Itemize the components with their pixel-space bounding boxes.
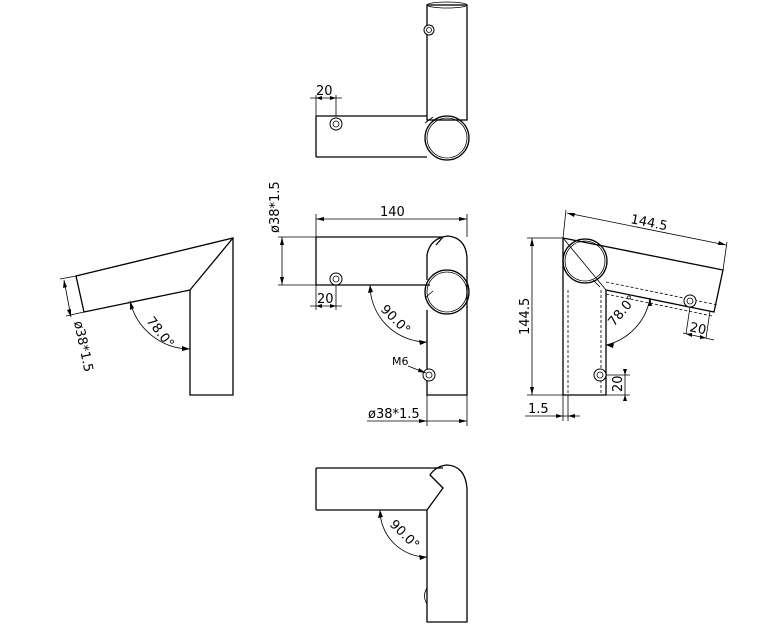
front-view-angle-arc [369,284,428,343]
right-view-tube-section [562,238,608,284]
front-view: 140 ø38*1.5 20 90.0° M6 ø38*1.5 [268,181,470,426]
bottom-view-dim-angle: 90.0° [386,517,422,553]
left-view-dim-angle: 78.0° [143,314,177,351]
top-view: 20 [310,1,470,161]
top-view-dim-20: 20 [316,84,333,99]
top-view-tube-inner [426,117,468,159]
right-view-dim-angle: 78.0° [606,293,640,330]
front-view-dim-bottom-dia: ø38*1.5 [368,407,420,422]
front-view-dim-line [310,285,342,310]
bolt-icon [423,24,435,36]
bottom-view-arm [315,467,443,511]
left-view: ø38*1.5 78.0° [59,237,234,396]
top-view-arm [315,115,427,158]
front-view-tube-section [424,269,470,315]
right-view-bolt-mark [592,279,601,288]
right-view-dim-height: 144.5 [518,298,533,335]
top-view-vertical-tube [426,4,468,121]
right-view-dim-line [562,209,728,271]
bottom-view-angle-arc [379,509,428,558]
front-view-tube-inner [426,271,468,313]
top-view-tube-section [424,115,470,161]
front-view-bolt-mark [424,290,434,299]
front-view-dim-140: 140 [380,205,405,220]
right-view-dim-bolt-offset: 20 [611,375,626,392]
left-view-mitre [189,237,234,291]
left-view-dim-dia: ø38*1.5 [70,320,95,374]
top-view-bolt-mark [424,116,434,124]
front-view-dim-20: 20 [317,292,334,307]
front-view-bolt-label: M6 [392,355,409,368]
right-view-mitre [562,237,607,291]
bolt-icon [422,368,436,382]
bottom-view: 90.0° [315,464,468,623]
bolt-icon [683,294,697,308]
top-view-dim-line [310,95,342,116]
front-view-dim-dia: ø38*1.5 [268,181,283,233]
right-view-dim-length: 144.5 [629,212,668,234]
right-view-hidden-lines [567,281,719,395]
right-view-dim-line [527,237,563,396]
bolt-icon [329,272,343,286]
right-view: 144.5 144.5 78.0° 20 20 1.5 [518,209,728,421]
left-view-angle-arc [129,300,191,350]
right-view-outline [562,237,724,396]
front-view-mitre [435,236,444,246]
front-view-dim-line [315,214,468,237]
bolt-icon [593,368,607,382]
front-view-vertical-tube [426,235,468,396]
top-view-tube-end [426,1,468,9]
bottom-view-bolt-mark [424,587,428,605]
right-view-tube-inner [564,240,606,282]
right-view-dim-arm-offset: 20 [688,320,707,338]
bolt-icon [329,117,343,131]
right-view-dim-wall: 1.5 [528,402,549,417]
bottom-view-vertical-tube [426,464,468,623]
front-view-dim-line [367,395,468,426]
